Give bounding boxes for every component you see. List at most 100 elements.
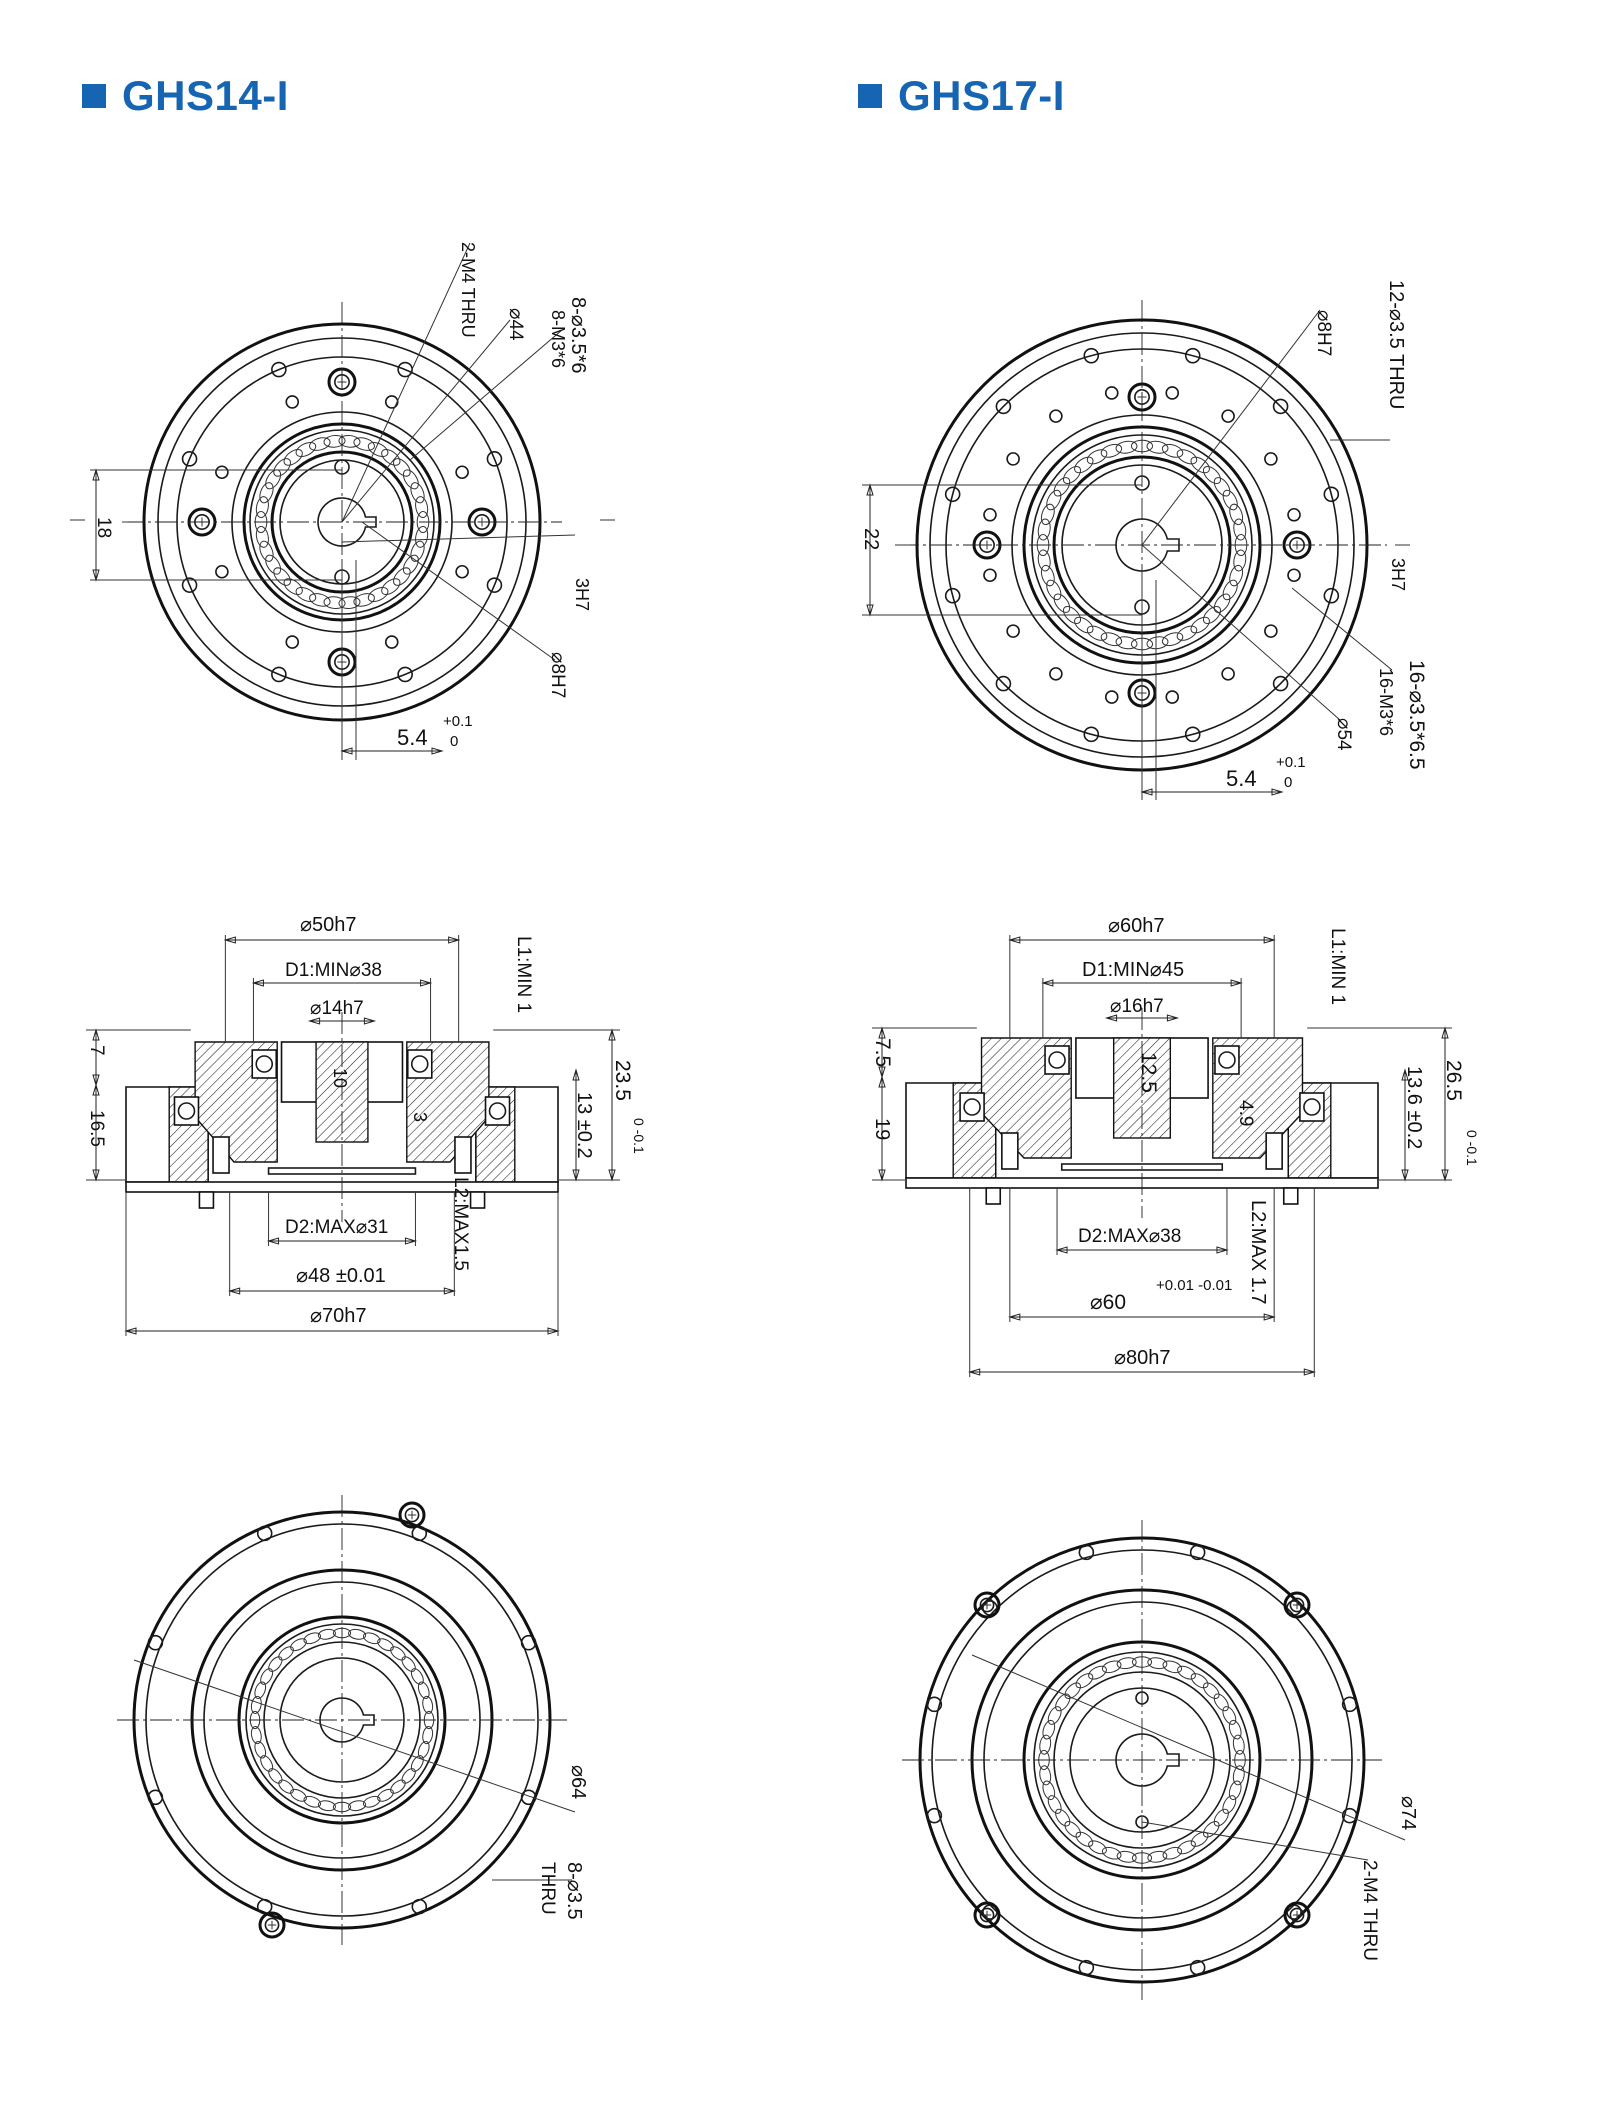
bearing-roller — [1213, 1808, 1229, 1827]
bearing-roller — [1190, 1831, 1209, 1847]
bearing-roller — [410, 482, 425, 504]
mounting-hole — [1341, 1696, 1358, 1713]
arrow-head — [420, 979, 433, 987]
label-d-top: ⌀60h7 — [1108, 915, 1165, 937]
bearing-ball — [410, 1055, 429, 1073]
screw-head — [973, 1901, 1001, 1929]
arrow-head — [92, 1028, 100, 1041]
mounting-hole — [1083, 726, 1100, 743]
label-d2: D2:MAX⌀38 — [1078, 1226, 1181, 1247]
bearing-ball — [255, 1055, 274, 1073]
bearing-roller — [390, 1646, 406, 1661]
keyed-bore — [1115, 1733, 1180, 1787]
bearing-roller — [422, 1726, 434, 1745]
mounting-hole — [1323, 587, 1340, 604]
arrow-head — [967, 1368, 981, 1376]
bearing-roller — [1101, 1846, 1122, 1860]
tapped-hole — [1104, 386, 1119, 400]
retainer — [1060, 1163, 1224, 1171]
label-bore: ⌀8H7 — [1313, 310, 1334, 356]
roller — [1001, 1132, 1019, 1170]
arrow-head — [251, 979, 264, 987]
arrow-head — [448, 936, 461, 944]
label-h-a: 7 — [86, 1045, 107, 1056]
bearing-roller — [367, 586, 389, 603]
tapped-hole — [1264, 624, 1278, 638]
arrow-head — [1263, 936, 1276, 944]
mounting-hole — [995, 398, 1012, 415]
retainer — [267, 1167, 417, 1175]
arrow-head — [92, 468, 100, 481]
bearing-roller — [1229, 564, 1244, 587]
screw-socket — [264, 1917, 280, 1933]
tapped-hole — [1165, 690, 1180, 704]
bearing-roller — [1176, 625, 1198, 641]
label-h-c: 10 — [330, 1068, 350, 1088]
label-pcd: ⌀44 — [505, 308, 526, 341]
mounting-hole — [520, 1789, 537, 1806]
bearing-roller — [259, 540, 274, 562]
label-l2: L2:MAX1.5 — [450, 1177, 471, 1271]
leader-line — [1291, 587, 1393, 671]
label-pcd: ⌀54 — [1333, 718, 1354, 751]
bearing-ball — [177, 1102, 196, 1120]
ghs17-back-view — [902, 1520, 1406, 2000]
tapped-hole — [1221, 409, 1235, 423]
leader-line — [361, 521, 556, 661]
mounting-hole — [411, 1525, 428, 1542]
bearing-roller — [323, 596, 346, 610]
bearing-roller — [1064, 1821, 1081, 1838]
bearing-roller — [265, 554, 282, 575]
label-h-tot-tol: 0 -0.1 — [1464, 1130, 1480, 1166]
mounting-hole — [1078, 1544, 1095, 1561]
label-thru: 12-⌀3.5 THRU — [1385, 280, 1407, 410]
bearing-roller — [1232, 1734, 1245, 1755]
leader-line — [341, 242, 471, 523]
bearing-roller — [377, 1788, 394, 1802]
bearing-roller — [1222, 489, 1238, 511]
ghs17-front-labels: ⌀8H7 12-⌀3.5 THRU 22 3H7 16-⌀3.5*6.5 16-… — [860, 280, 1428, 791]
leader-line — [133, 1659, 576, 1813]
tapped-hole — [215, 564, 229, 579]
bearing-roller — [393, 458, 411, 477]
mounting-hole — [1189, 1544, 1206, 1561]
arrow-head — [223, 936, 236, 944]
label-keyw: 5.4 — [1226, 766, 1257, 791]
ghs14-front-labels: 2-M4 THRU ⌀44 8-⌀3.5*6 8-M3*6 ⌀8H7 3H7 5… — [93, 242, 592, 750]
bearing-roller — [377, 1638, 394, 1652]
label-key: 3H7 — [572, 578, 592, 611]
mounting-hole — [995, 675, 1012, 692]
label-keyw: 5.4 — [397, 725, 428, 750]
arrow-head — [340, 747, 353, 755]
bearing-roller — [410, 1668, 424, 1685]
bearing-roller — [402, 469, 419, 490]
label-h: 18 — [93, 517, 114, 538]
bearing-ball — [1218, 1051, 1236, 1069]
bearing-roller — [1086, 625, 1108, 641]
roller — [1265, 1132, 1283, 1170]
bearing-roller — [1055, 1808, 1071, 1827]
label-thru: THRU — [537, 1862, 558, 1915]
bearing-roller — [254, 1681, 267, 1700]
mounting-hole — [1184, 726, 1201, 743]
screw-head — [258, 1911, 286, 1939]
bearing-ball — [1048, 1051, 1066, 1069]
bearing-roller — [268, 1656, 283, 1672]
tapped-hole — [455, 465, 469, 480]
arrow-head — [124, 1327, 137, 1335]
label-pcd: ⌀74 — [1397, 1796, 1419, 1830]
bearing-outer — [237, 1615, 447, 1825]
arrow-head — [1303, 1368, 1317, 1376]
mounting-hole — [982, 1904, 998, 1920]
arrow-head — [1008, 1313, 1021, 1321]
bearing-roller — [1213, 1693, 1229, 1712]
bearing-roller — [1161, 443, 1184, 458]
bearing-roller — [1146, 636, 1169, 650]
title-square-icon — [858, 84, 882, 108]
tapped-hole — [1006, 452, 1020, 466]
bearing-roller — [295, 586, 317, 603]
mounting-hole — [397, 666, 413, 683]
arrow-head — [608, 1169, 616, 1182]
bearing-roller — [1202, 605, 1222, 625]
bearing-roller — [303, 1632, 322, 1645]
